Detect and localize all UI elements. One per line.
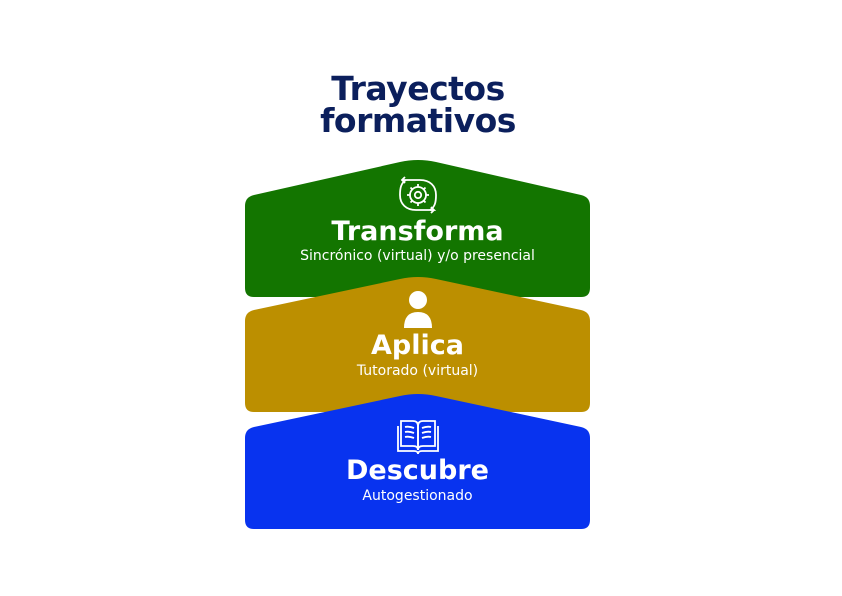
level-subtitle-transforma: Sincrónico (virtual) y/o presencial <box>300 248 535 264</box>
title-line-1: Trayectos <box>331 69 505 108</box>
level-shape-descubre <box>245 394 590 529</box>
level-title-aplica: Aplica <box>371 330 464 361</box>
level-shape-aplica <box>245 277 590 412</box>
level-shape-transforma <box>245 160 590 297</box>
title-line-2: formativos <box>320 101 516 140</box>
level-title-transforma: Transforma <box>331 216 504 247</box>
level-subtitle-aplica: Tutorado (virtual) <box>356 363 479 379</box>
gear-cycle-icon <box>399 176 437 214</box>
level-subtitle-descubre: Autogestionado <box>362 488 473 504</box>
person-icon <box>404 291 432 328</box>
level-title-descubre: Descubre <box>346 455 489 486</box>
open-book-icon <box>397 420 439 455</box>
